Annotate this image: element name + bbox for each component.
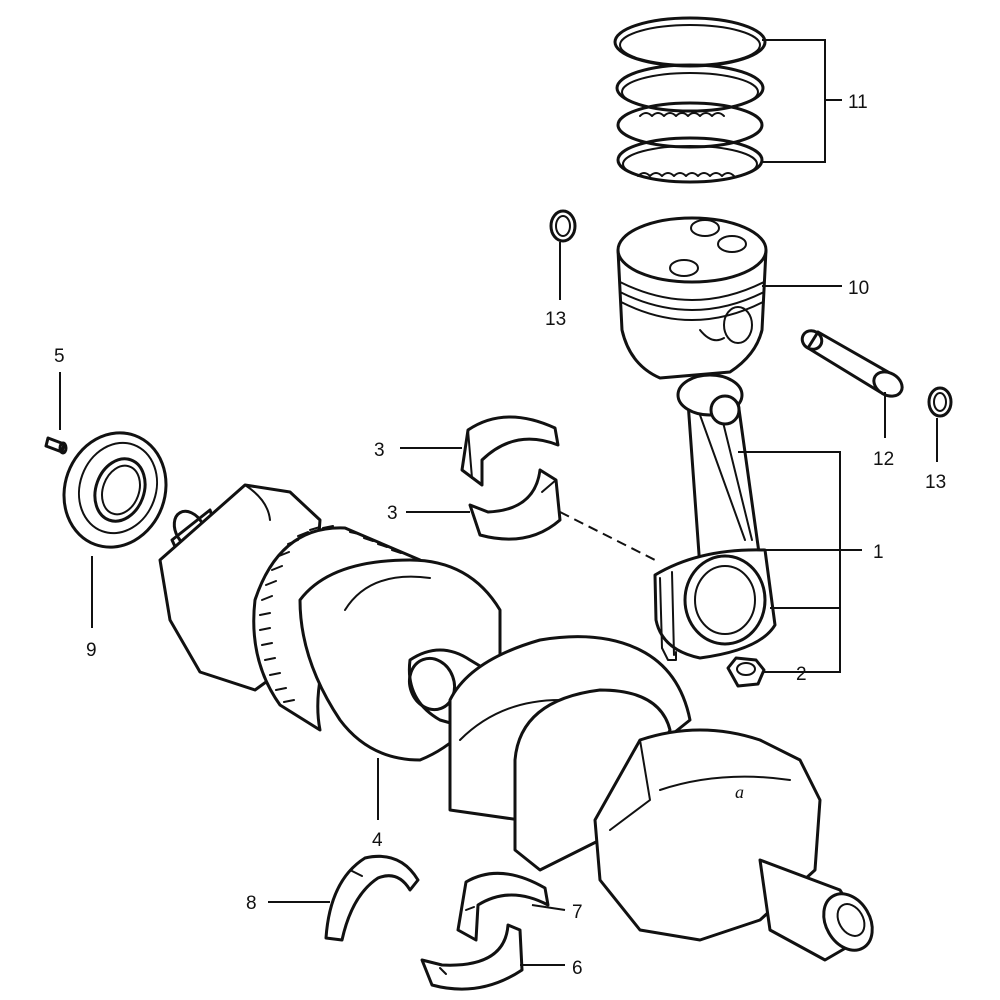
crank-web-mark: a xyxy=(735,782,744,802)
callouts: 11 10 13 12 13 1 2 3 3 5 9 4 8 7 6 xyxy=(54,92,946,979)
conrod-bearing-upper xyxy=(460,415,560,487)
callout-3-lower: 3 xyxy=(387,503,398,524)
callout-4: 4 xyxy=(372,830,383,851)
callout-8: 8 xyxy=(246,893,257,914)
thrust-washer xyxy=(324,854,420,942)
callout-3-upper: 3 xyxy=(374,440,385,461)
callout-9: 9 xyxy=(86,640,97,661)
callout-13-right: 13 xyxy=(925,472,946,493)
callout-5: 5 xyxy=(54,346,65,367)
callout-7: 7 xyxy=(572,902,583,923)
circlip-left xyxy=(549,209,577,243)
callout-10: 10 xyxy=(848,278,869,299)
main-bearing-lower xyxy=(420,923,524,991)
piston xyxy=(616,216,768,380)
conrod-bearing-lower xyxy=(468,468,562,541)
callout-13-left: 13 xyxy=(545,309,566,330)
oil-seal xyxy=(62,431,168,549)
callout-12: 12 xyxy=(873,449,894,470)
dowel-pin xyxy=(44,436,68,455)
circlip-right xyxy=(927,386,953,418)
main-bearing-upper xyxy=(456,871,550,942)
callout-6: 6 xyxy=(572,958,583,979)
piston-pin xyxy=(800,329,904,398)
callout-2: 2 xyxy=(796,664,807,685)
crankshaft: a xyxy=(158,483,874,962)
piston-rings xyxy=(613,16,767,184)
callout-1: 1 xyxy=(873,542,884,563)
conrod-nut xyxy=(726,656,766,688)
connecting-rod xyxy=(653,373,777,661)
callout-11: 11 xyxy=(848,92,868,113)
leader-lines xyxy=(59,39,938,966)
